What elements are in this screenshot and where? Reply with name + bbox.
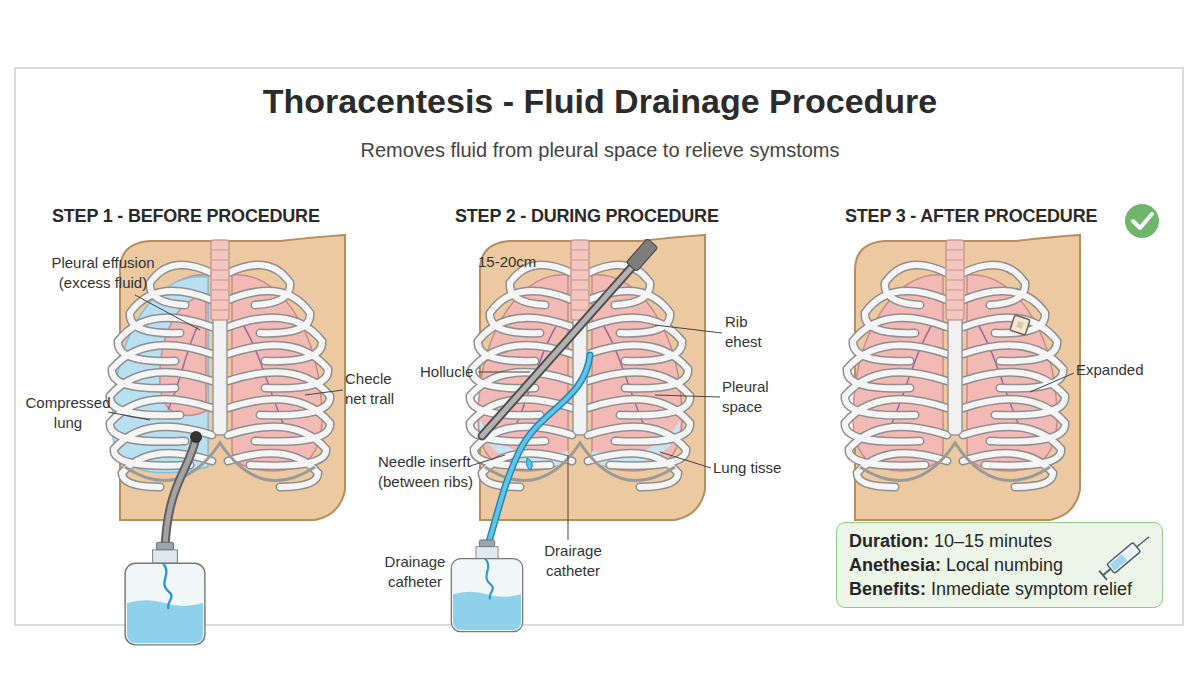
- part-label: Drainage cafheter: [378, 552, 453, 592]
- leader-line: [655, 325, 722, 333]
- part-label: Checle net trall: [345, 369, 410, 409]
- drain-tube: [165, 437, 196, 548]
- leader-line: [470, 455, 505, 466]
- part-label: Rib ehest: [725, 312, 770, 352]
- leader-line: [135, 295, 200, 330]
- needle-shaft: [482, 258, 640, 436]
- info-value: 10–15 minutes: [934, 529, 1052, 553]
- bandage-pad: [1016, 321, 1024, 329]
- info-box: Duration:10–15 minutesAnethesia:Local nu…: [836, 522, 1163, 608]
- needle-hub: [626, 238, 658, 271]
- part-label: Needle inserft (between ribs): [378, 452, 503, 492]
- insertion-site: [190, 431, 202, 443]
- info-row: Duration:10–15 minutes: [849, 529, 1150, 553]
- part-label: Expanded: [1076, 360, 1144, 380]
- info-value: Inmediate symptom relief: [931, 577, 1132, 601]
- leader-line: [478, 372, 530, 373]
- bottle-step-1: [125, 542, 205, 645]
- check-mark: [1133, 214, 1152, 228]
- part-label: Pleural effusion (excess fluid): [41, 253, 166, 293]
- leader-line: [660, 452, 711, 468]
- info-row: Anethesia:Local numbing: [849, 553, 1150, 577]
- drainage-bottle: [451, 540, 522, 632]
- step-heading: STEP 1 - BEFORE PROCEDURE: [52, 204, 320, 228]
- torso-step-3: [845, 235, 1080, 520]
- ribcage: [845, 240, 1065, 487]
- bandage: [1010, 315, 1030, 335]
- fluid-drip: [527, 458, 533, 470]
- part-label: Drairage catheter: [536, 541, 611, 581]
- leader-line: [1030, 373, 1074, 392]
- needle: [482, 258, 640, 436]
- leader-line: [108, 412, 150, 420]
- part-label: Hollucle: [420, 362, 473, 382]
- dimension-label: 15-20cm: [478, 252, 536, 272]
- leader-line: [305, 390, 343, 395]
- ribcage: [470, 240, 690, 487]
- subtitle: Removes fluid from pleural space to reli…: [150, 137, 1050, 163]
- leader-lines: [108, 295, 1074, 540]
- frame: [15, 68, 1183, 625]
- info-key: Anethesia:: [849, 553, 941, 577]
- part-label: Compressed lung: [21, 393, 116, 433]
- leader-line: [568, 455, 569, 540]
- diagram-title: Thoracentesis - Fluid Drainage Procedure: [0, 82, 1200, 121]
- drainage-bottle: [125, 542, 205, 645]
- info-key: Duration:: [849, 529, 929, 553]
- catheter: [488, 355, 590, 545]
- drain-tube-inner: [165, 437, 196, 548]
- info-row: Benefits:Inmediate symptom relief: [849, 577, 1150, 601]
- info-value: Local numbing: [946, 553, 1063, 577]
- step-heading: STEP 2 - DURING PROCEDURE: [455, 204, 719, 228]
- step-heading: STEP 3 - AFTER PROCEDURE: [845, 204, 1097, 228]
- part-label: Pleural space: [722, 377, 782, 417]
- catheter-inner: [488, 355, 590, 545]
- part-label: Lung tisse: [713, 458, 781, 478]
- check-badge: [1125, 204, 1159, 238]
- info-key: Benefits:: [849, 577, 926, 601]
- bottle-step-2: [451, 540, 522, 632]
- leader-line: [655, 395, 720, 397]
